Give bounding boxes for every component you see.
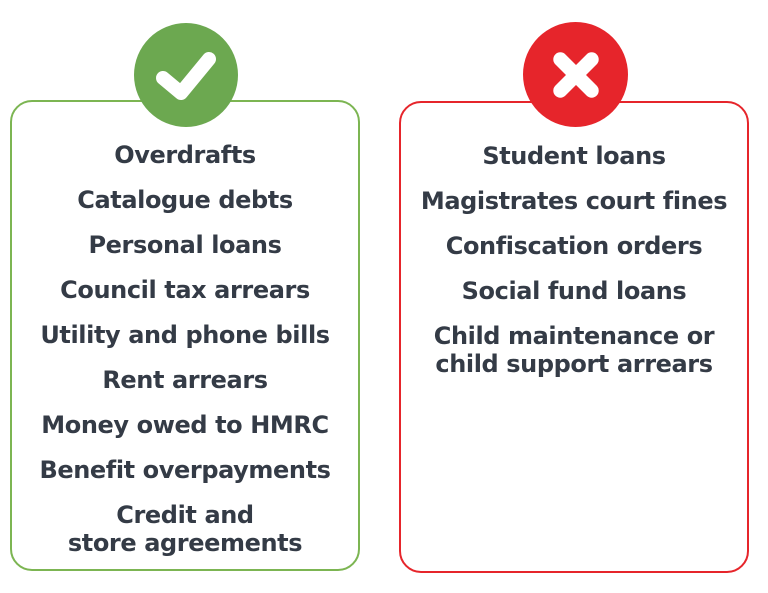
list-item: Confiscation orders: [445, 232, 703, 260]
list-item: Credit and store agreements: [67, 501, 303, 557]
list-item: Overdrafts: [114, 141, 256, 169]
cross-icon: [553, 52, 599, 98]
check-icon: [156, 52, 216, 100]
list-item: Benefit overpayments: [39, 456, 331, 484]
check-badge: [134, 23, 238, 127]
list-item: Personal loans: [88, 231, 282, 259]
list-item: Student loans: [482, 142, 666, 170]
list-item: Council tax arrears: [60, 276, 310, 304]
list-item: Catalogue debts: [77, 186, 293, 214]
list-item: Rent arrears: [102, 366, 268, 394]
list-item: Child maintenance or child support arrea…: [433, 322, 715, 378]
list-item: Utility and phone bills: [40, 321, 330, 349]
list-item: Magistrates court fines: [420, 187, 728, 215]
cross-badge: [523, 22, 628, 127]
list-item: Social fund loans: [461, 277, 687, 305]
list-item: Money owed to HMRC: [41, 411, 329, 439]
